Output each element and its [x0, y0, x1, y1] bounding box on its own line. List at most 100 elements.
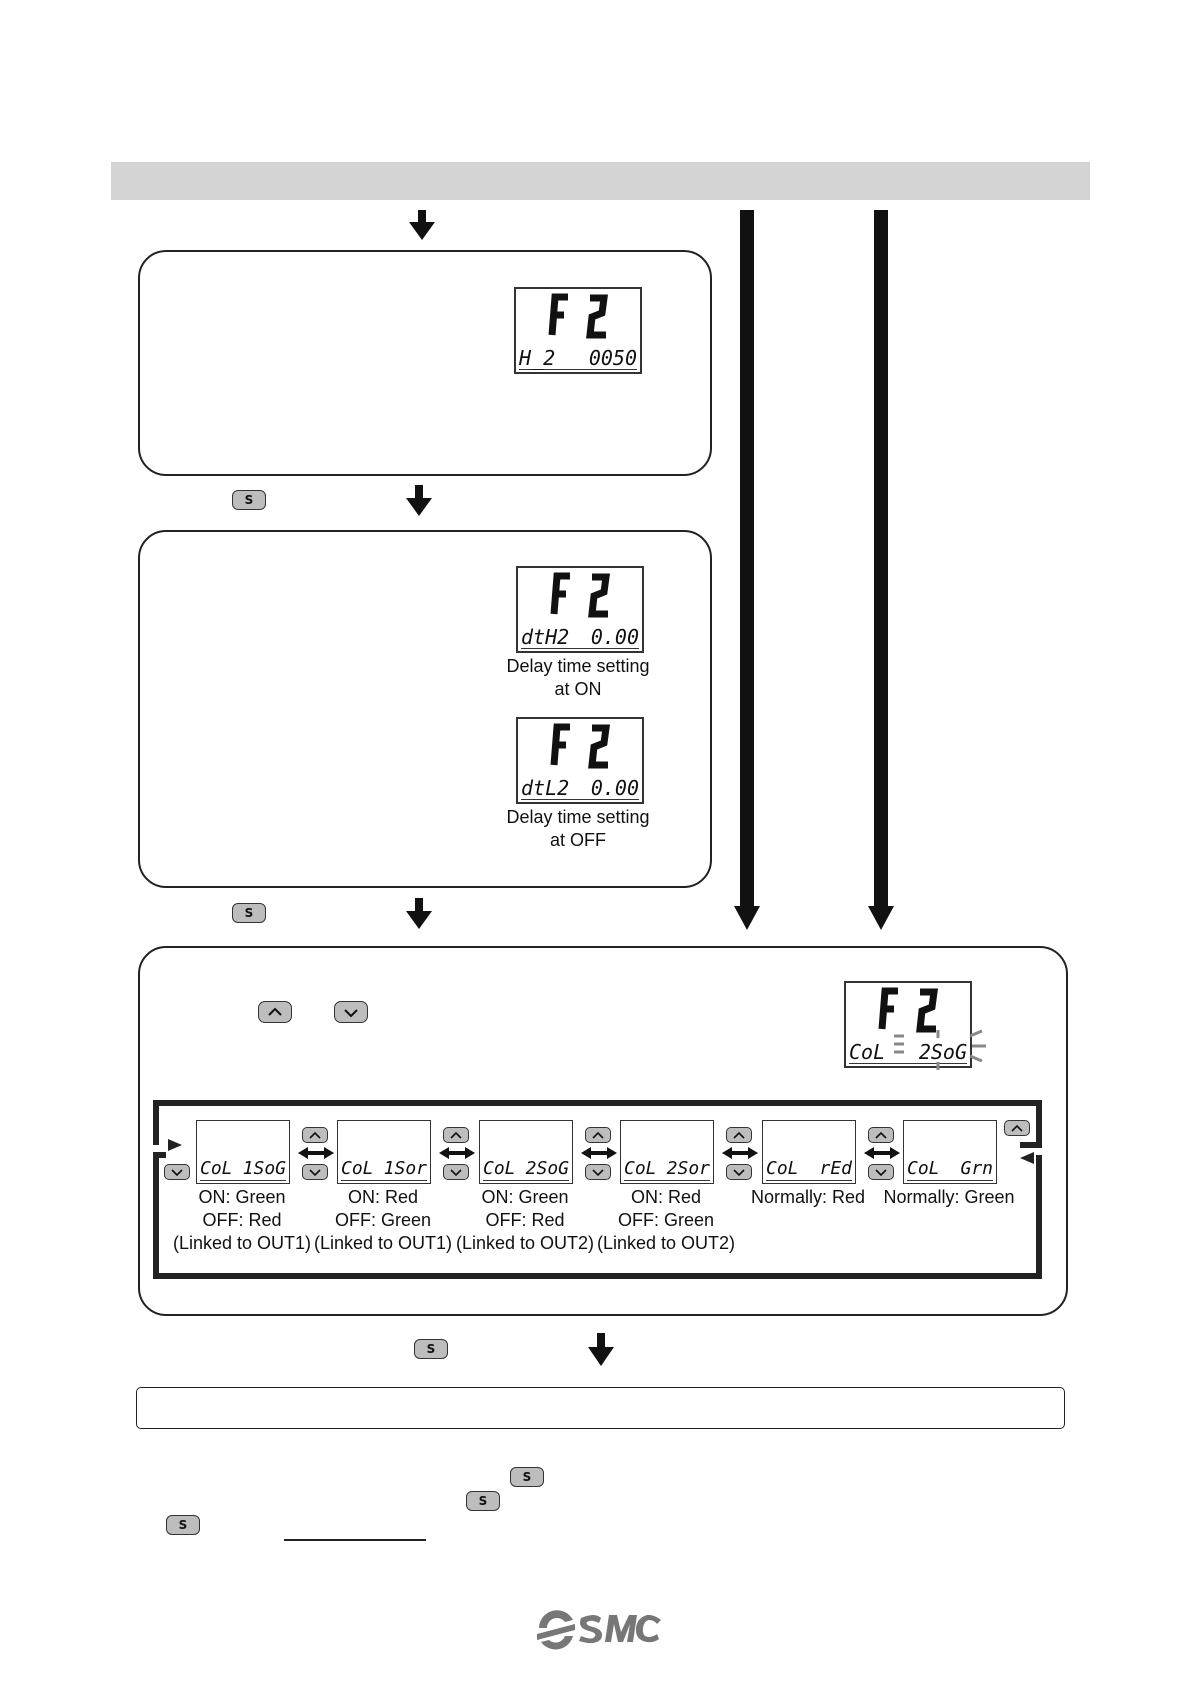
option-label: ON: Green OFF: Red (Linked to OUT2): [455, 1186, 595, 1255]
caption-line: at OFF: [549, 830, 606, 850]
chevron-down-icon: [592, 1169, 604, 1177]
option-line: OFF: Red: [202, 1210, 282, 1230]
option-line: OFF: Green: [334, 1210, 432, 1230]
flashing-indicator-icon: [894, 1029, 986, 1070]
lcd-screen-delay-on: dtH2 0.00: [516, 566, 644, 653]
caption-line: at ON: [554, 679, 602, 699]
lcd-left-text: dtH2: [521, 625, 570, 649]
option-left-text: CoL: [483, 1158, 516, 1179]
caption-line: Delay time setting: [506, 807, 650, 827]
lcd-right-text: 0.00: [590, 625, 639, 649]
option-label: Normally: Red: [738, 1186, 878, 1209]
big-digits-f2: [878, 987, 938, 1033]
option-left-text: CoL: [907, 1158, 940, 1179]
up-button-icon: [258, 1001, 292, 1023]
option-left-text: CoL: [766, 1158, 799, 1179]
link-underline: [284, 1539, 426, 1541]
up-button-icon: [443, 1127, 469, 1143]
option-left-text: CoL: [341, 1158, 374, 1179]
set-button-icon: S: [166, 1515, 200, 1535]
option-right-text: Grn: [960, 1158, 993, 1179]
option-line: (Linked to OUT1): [172, 1233, 312, 1253]
lcd-left-text: H_2: [519, 346, 556, 370]
option-right-text: 2Sor: [666, 1158, 710, 1179]
set-button-icon: S: [466, 1491, 500, 1511]
lcd-left-text: dtL2: [521, 776, 570, 800]
option-screen[interactable]: CoL rEd: [762, 1120, 856, 1184]
option-right-text: rEd: [819, 1158, 852, 1179]
option-label: ON: Red OFF: Green (Linked to OUT1): [313, 1186, 453, 1255]
chevron-up-icon: [309, 1131, 321, 1139]
up-button-icon: [1004, 1120, 1030, 1136]
option-line: (Linked to OUT2): [596, 1233, 736, 1253]
chevron-up-icon: [592, 1131, 604, 1139]
chevron-down-icon: [171, 1169, 183, 1177]
delay-off-caption: Delay time setting at OFF: [486, 806, 670, 852]
set-button-icon: S: [510, 1467, 544, 1487]
option-label: ON: Red OFF: Green (Linked to OUT2): [596, 1186, 736, 1255]
option-right-text: 1SoG: [242, 1158, 286, 1179]
lcd-left-text: CoL: [849, 1040, 886, 1064]
chevron-up-icon: [875, 1131, 887, 1139]
option-line: (Linked to OUT1): [313, 1233, 453, 1253]
option-line: OFF: Green: [617, 1210, 715, 1230]
lcd-screen-display-color: CoL 2SoG: [844, 981, 972, 1068]
caption-line: Delay time setting: [506, 656, 650, 676]
down-button-icon: [164, 1164, 190, 1180]
section-header-bar: [111, 162, 1090, 200]
down-button-icon: [334, 1001, 368, 1023]
chevron-up-icon: [1011, 1124, 1023, 1132]
option-line: ON: Red: [347, 1187, 419, 1207]
up-button-icon: [726, 1127, 752, 1143]
set-button-icon: S: [232, 903, 266, 923]
chevron-down-icon: [733, 1169, 745, 1177]
option-screen[interactable]: CoL Grn: [903, 1120, 997, 1184]
lcd-right-text: 0.00: [590, 776, 639, 800]
chevron-up-icon: [450, 1131, 462, 1139]
big-digits-f2: [550, 723, 610, 769]
option-right-text: 2SoG: [525, 1158, 569, 1179]
up-button-icon: [868, 1127, 894, 1143]
option-screen[interactable]: CoL 2SoG: [479, 1120, 573, 1184]
delay-on-caption: Delay time setting at ON: [486, 655, 670, 701]
result-box: [136, 1387, 1065, 1429]
option-line: (Linked to OUT2): [455, 1233, 595, 1253]
option-line: ON: Green: [198, 1187, 286, 1207]
option-line: OFF: Red: [485, 1210, 565, 1230]
lcd-right-text: 2SoG: [918, 1040, 967, 1064]
option-line: Normally: Green: [883, 1187, 1015, 1207]
up-button-icon: [302, 1127, 328, 1143]
option-label: ON: Green OFF: Red (Linked to OUT1): [172, 1186, 312, 1255]
down-button-icon: [585, 1164, 611, 1180]
chevron-down-icon: [450, 1169, 462, 1177]
down-button-icon: [868, 1164, 894, 1180]
lcd-right-text: 0050: [588, 346, 637, 370]
up-button-icon: [585, 1127, 611, 1143]
option-label: Normally: Green: [879, 1186, 1019, 1209]
big-digits-f2: [550, 572, 610, 618]
chevron-down-icon: [344, 1009, 358, 1018]
option-line: ON: Red: [630, 1187, 702, 1207]
option-screen[interactable]: CoL 2Sor: [620, 1120, 714, 1184]
chevron-down-icon: [309, 1169, 321, 1177]
option-left-text: CoL: [624, 1158, 657, 1179]
option-right-text: 1Sor: [383, 1158, 427, 1179]
set-button-icon: S: [232, 490, 266, 510]
chevron-up-icon: [268, 1007, 282, 1016]
down-button-icon: [443, 1164, 469, 1180]
down-button-icon: [302, 1164, 328, 1180]
down-button-icon: [726, 1164, 752, 1180]
chevron-down-icon: [875, 1169, 887, 1177]
chevron-up-icon: [733, 1131, 745, 1139]
smc-logo-icon: [537, 1610, 661, 1650]
option-left-text: CoL: [200, 1158, 233, 1179]
option-screen[interactable]: CoL 1SoG: [196, 1120, 290, 1184]
big-digits-f2: [548, 293, 608, 339]
option-line: Normally: Red: [750, 1187, 866, 1207]
option-screen[interactable]: CoL 1Sor: [337, 1120, 431, 1184]
option-line: ON: Green: [481, 1187, 569, 1207]
lcd-screen-delay-off: dtL2 0.00: [516, 717, 644, 804]
